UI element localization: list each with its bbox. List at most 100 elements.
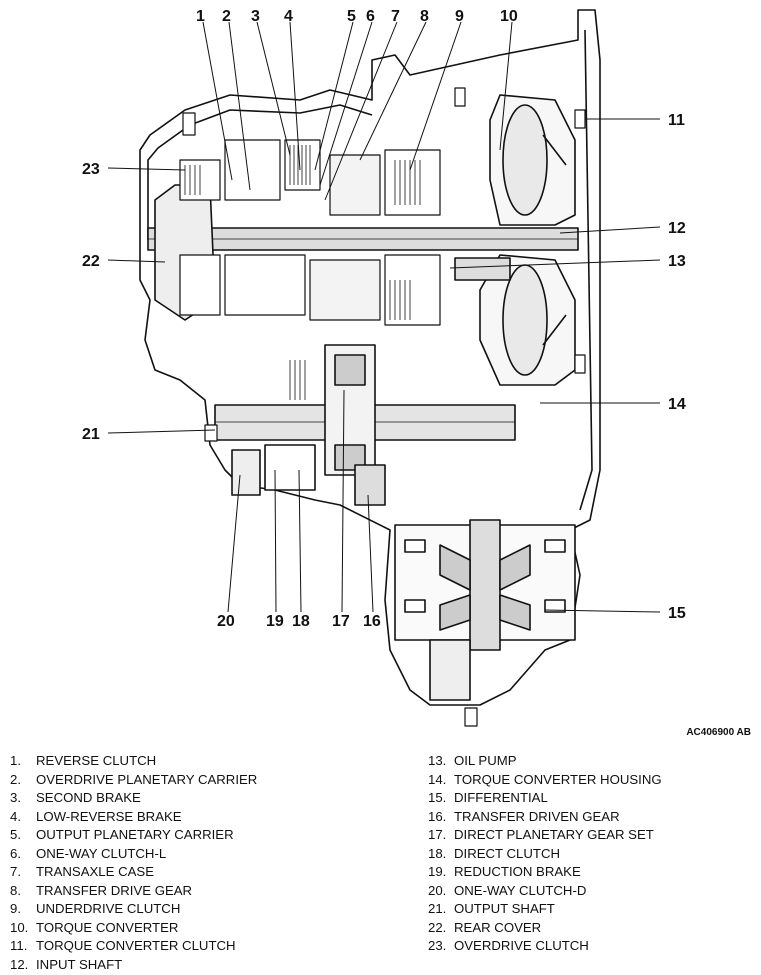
legend-number: 4. (10, 808, 21, 824)
legend-label: OUTPUT SHAFT (454, 901, 555, 916)
legend-label: UNDERDRIVE CLUTCH (36, 901, 181, 916)
legend-label: LOW-REVERSE BRAKE (36, 808, 182, 824)
legend-number: 14. (428, 771, 447, 787)
legend-number: 7. (10, 864, 21, 879)
legend-number: 18. (428, 845, 447, 861)
legend-left: 1. REVERSE CLUTCH 2. OVERDRIVE PLANETARY C… (10, 752, 257, 974)
legend-item: 10. TORQUE CONVERTER (10, 919, 257, 938)
legend-label: DIRECT CLUTCH (454, 845, 560, 861)
legend-item: 8. TRANSFER DRIVE GEAR (10, 882, 257, 901)
legend-number: 5. (10, 827, 21, 842)
legend-label: OVERDRIVE PLANETARY CARRIER (36, 771, 258, 787)
callout-1: 1 (196, 8, 205, 25)
legend-number: 23. (428, 938, 447, 953)
legend-label: REAR COVER (454, 919, 542, 935)
legend-number: 9. (10, 901, 21, 916)
callout-8: 8 (420, 8, 429, 25)
legend-item: 12. INPUT SHAFT (10, 956, 257, 975)
legend-item: 11. TORQUE CONVERTER CLUTCH (10, 937, 257, 956)
legend-number: 19. (428, 864, 447, 879)
legend-label: REDUCTION BRAKE (454, 864, 581, 879)
legend-number: 20. (428, 882, 447, 898)
callout-15: 15 (668, 605, 686, 622)
legend-number: 2. (10, 771, 21, 787)
callout-9: 9 (455, 8, 464, 25)
legend-number: 22. (428, 919, 447, 935)
differential (394, 519, 576, 701)
transfer-driven-gear (354, 464, 386, 506)
legend-number: 17. (428, 827, 447, 842)
callout-21: 21 (82, 426, 100, 443)
legend-item: 9. UNDERDRIVE CLUTCH (10, 900, 257, 919)
callout-labels: 1 2 3 4 5 6 7 8 9 10 11 12 13 14 15 16 1… (82, 8, 686, 630)
legend-item: 13. OIL PUMP (428, 752, 662, 771)
callout-12: 12 (668, 220, 686, 237)
legend-label: TRANSFER DRIVE GEAR (36, 882, 193, 898)
callout-14: 14 (668, 396, 686, 413)
legend-item: 14. TORQUE CONVERTER HOUSING (428, 771, 662, 790)
callout-3: 3 (251, 8, 260, 25)
legend-item: 1. REVERSE CLUTCH (10, 752, 257, 771)
legend-item: 23. OVERDRIVE CLUTCH (428, 937, 662, 956)
legend-number: 10. (10, 919, 29, 935)
legend-item: 19. REDUCTION BRAKE (428, 863, 662, 882)
callout-11: 11 (668, 112, 685, 129)
legend-number: 16. (428, 808, 447, 824)
legend-number: 3. (10, 790, 21, 805)
legend-right: 13.OIL PUMP 14.TORQUE CONVERTER HOUSING … (428, 752, 662, 956)
figure-code: AC406900 AB (686, 727, 751, 738)
legend-item: 7. TRANSAXLE CASE (10, 863, 257, 882)
legend-number: 8. (10, 882, 21, 898)
legend-item: 3. SECOND BRAKE (10, 789, 257, 808)
legend-item: 16. TRANSFER DRIVEN GEAR (428, 808, 662, 827)
callout-17: 17 (332, 613, 350, 630)
legend-item: 22. REAR COVER (428, 919, 662, 938)
legend-label: TORQUE CONVERTER CLUTCH (36, 938, 236, 953)
legend-item: 2. OVERDRIVE PLANETARY CARRIER (10, 771, 257, 790)
oil-pump (454, 257, 511, 281)
callout-6: 6 (366, 8, 375, 25)
legend-item: 15. DIFFERENTIAL (428, 789, 662, 808)
legend-number: 11. (10, 938, 28, 953)
legend-label: TORQUE CONVERTER (36, 919, 179, 935)
legend-label: ONE-WAY CLUTCH-D (454, 882, 587, 898)
legend-number: 21. (428, 901, 447, 916)
legend-label: REVERSE CLUTCH (36, 753, 157, 768)
legend-item: 21. OUTPUT SHAFT (428, 900, 662, 919)
callout-10: 10 (500, 8, 518, 25)
callout-18: 18 (292, 613, 310, 630)
callout-4: 4 (284, 8, 293, 25)
legend-item: 6. ONE-WAY CLUTCH-L (10, 845, 257, 864)
callout-22: 22 (82, 253, 100, 270)
legend-number: 15. (428, 790, 447, 805)
callout-23: 23 (82, 161, 100, 178)
legend-label: DIFFERENTIAL (454, 790, 548, 805)
callout-2: 2 (222, 8, 231, 25)
legend-item: 4. LOW-REVERSE BRAKE (10, 808, 257, 827)
legend-label: OIL PUMP (454, 753, 517, 768)
legend-number: 1. (10, 753, 21, 768)
callout-7: 7 (391, 8, 400, 25)
legend-item: 17.DIRECT PLANETARY GEAR SET (428, 826, 662, 845)
legend-label: INPUT SHAFT (36, 956, 123, 972)
callout-20: 20 (217, 613, 235, 630)
torque-converter (479, 94, 576, 386)
legend-label: OVERDRIVE CLUTCH (454, 938, 589, 953)
legend-label: TRANSAXLE CASE (36, 864, 154, 879)
legend-label: ONE-WAY CLUTCH-L (36, 845, 167, 861)
clutch-plates-lower (179, 254, 441, 326)
legend-label: TRANSFER DRIVEN GEAR (454, 808, 620, 824)
legend-item: 18. DIRECT CLUTCH (428, 845, 662, 864)
legend-number: 6. (10, 845, 21, 861)
callout-5: 5 (347, 8, 356, 25)
legend-label: SECOND BRAKE (36, 790, 141, 805)
clutch-plates-upper (179, 139, 441, 216)
transaxle-cross-section-diagram: 1 2 3 4 5 6 7 8 9 10 11 12 13 14 15 16 1… (82, 8, 686, 727)
legend-number: 13. (428, 753, 447, 768)
callout-16: 16 (363, 613, 381, 630)
legend-label: TORQUE CONVERTER HOUSING (454, 771, 662, 787)
callout-19: 19 (266, 613, 284, 630)
legend-number: 12. (10, 956, 29, 972)
legend-item: 5.OUTPUT PLANETARY CARRIER (10, 826, 257, 845)
legend-item: 20. ONE-WAY CLUTCH-D (428, 882, 662, 901)
